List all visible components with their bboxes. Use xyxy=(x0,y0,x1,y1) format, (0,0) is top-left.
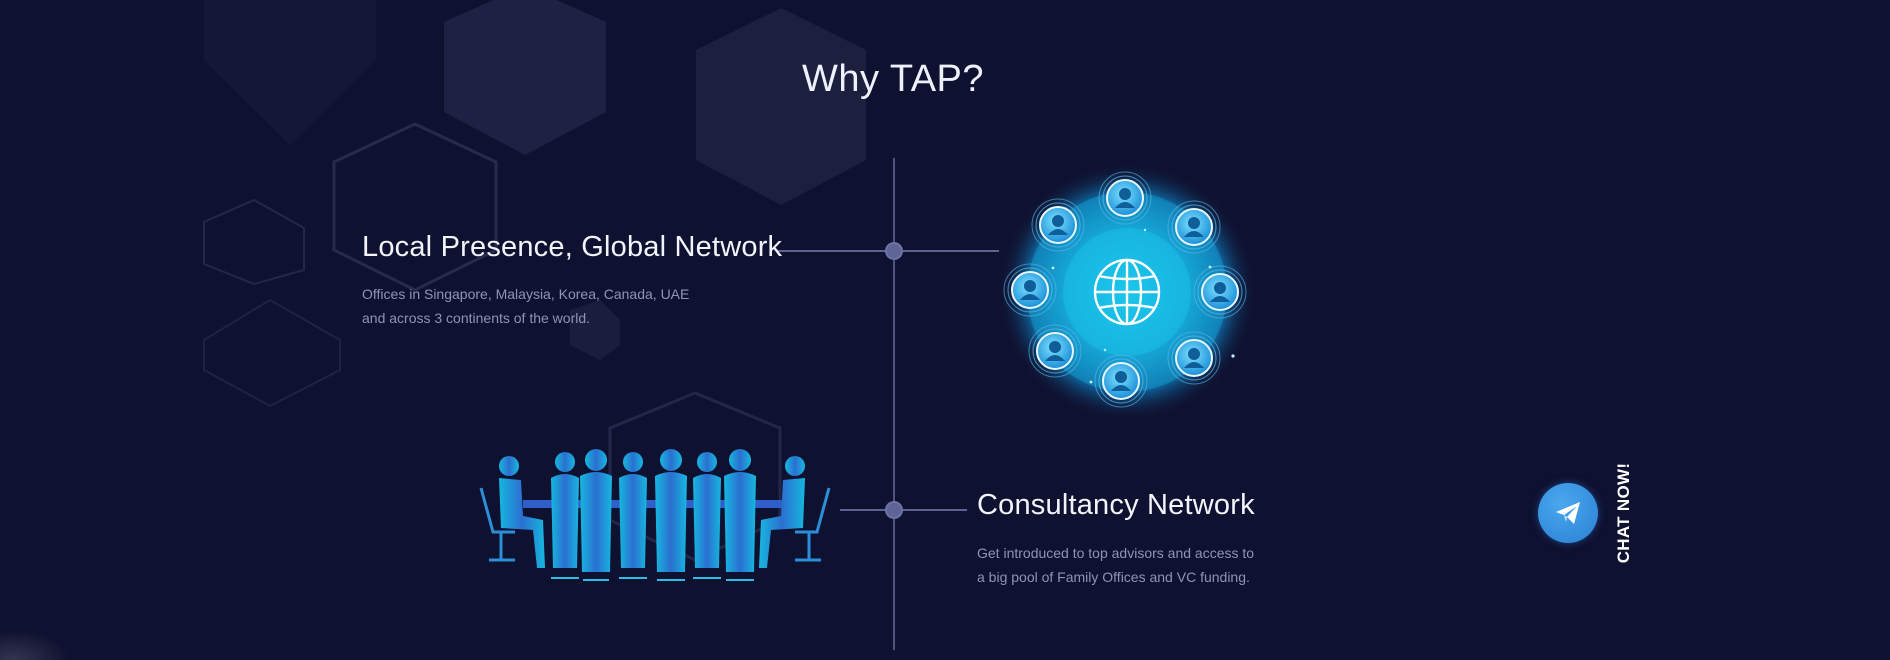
chat-now-button[interactable] xyxy=(1538,483,1598,543)
timeline-dot-1 xyxy=(885,242,903,260)
corner-glow xyxy=(0,630,70,660)
connector-feature-1-right xyxy=(895,250,999,252)
paper-plane-icon xyxy=(1556,502,1580,524)
feature-description-local-presence: Offices in Singapore, Malaysia, Korea, C… xyxy=(362,282,742,330)
description-line: a big pool of Family Offices and VC fund… xyxy=(977,569,1250,585)
connector-feature-2-right xyxy=(895,509,967,511)
chat-widget[interactable]: CHAT NOW! xyxy=(1538,463,1658,573)
timeline-line xyxy=(893,158,895,650)
description-line: and across 3 continents of the world. xyxy=(362,310,591,326)
description-line: Get introduced to top advisors and acces… xyxy=(977,545,1255,561)
description-line: Offices in Singapore, Malaysia, Korea, C… xyxy=(362,286,690,302)
feature-heading-local-presence: Local Presence, Global Network xyxy=(362,231,783,263)
meeting-team-illustration xyxy=(479,449,831,581)
chat-now-label[interactable]: CHAT NOW! xyxy=(1614,462,1633,564)
section-title: Why TAP? xyxy=(801,58,985,100)
feature-description-consultancy-network: Get introduced to top advisors and acces… xyxy=(977,541,1337,589)
feature-heading-consultancy-network: Consultancy Network xyxy=(977,489,1255,521)
timeline-dot-2 xyxy=(885,501,903,519)
connector-feature-2-left xyxy=(840,509,893,511)
connector-feature-1-left xyxy=(777,250,893,252)
globe-network-icon xyxy=(997,162,1257,422)
